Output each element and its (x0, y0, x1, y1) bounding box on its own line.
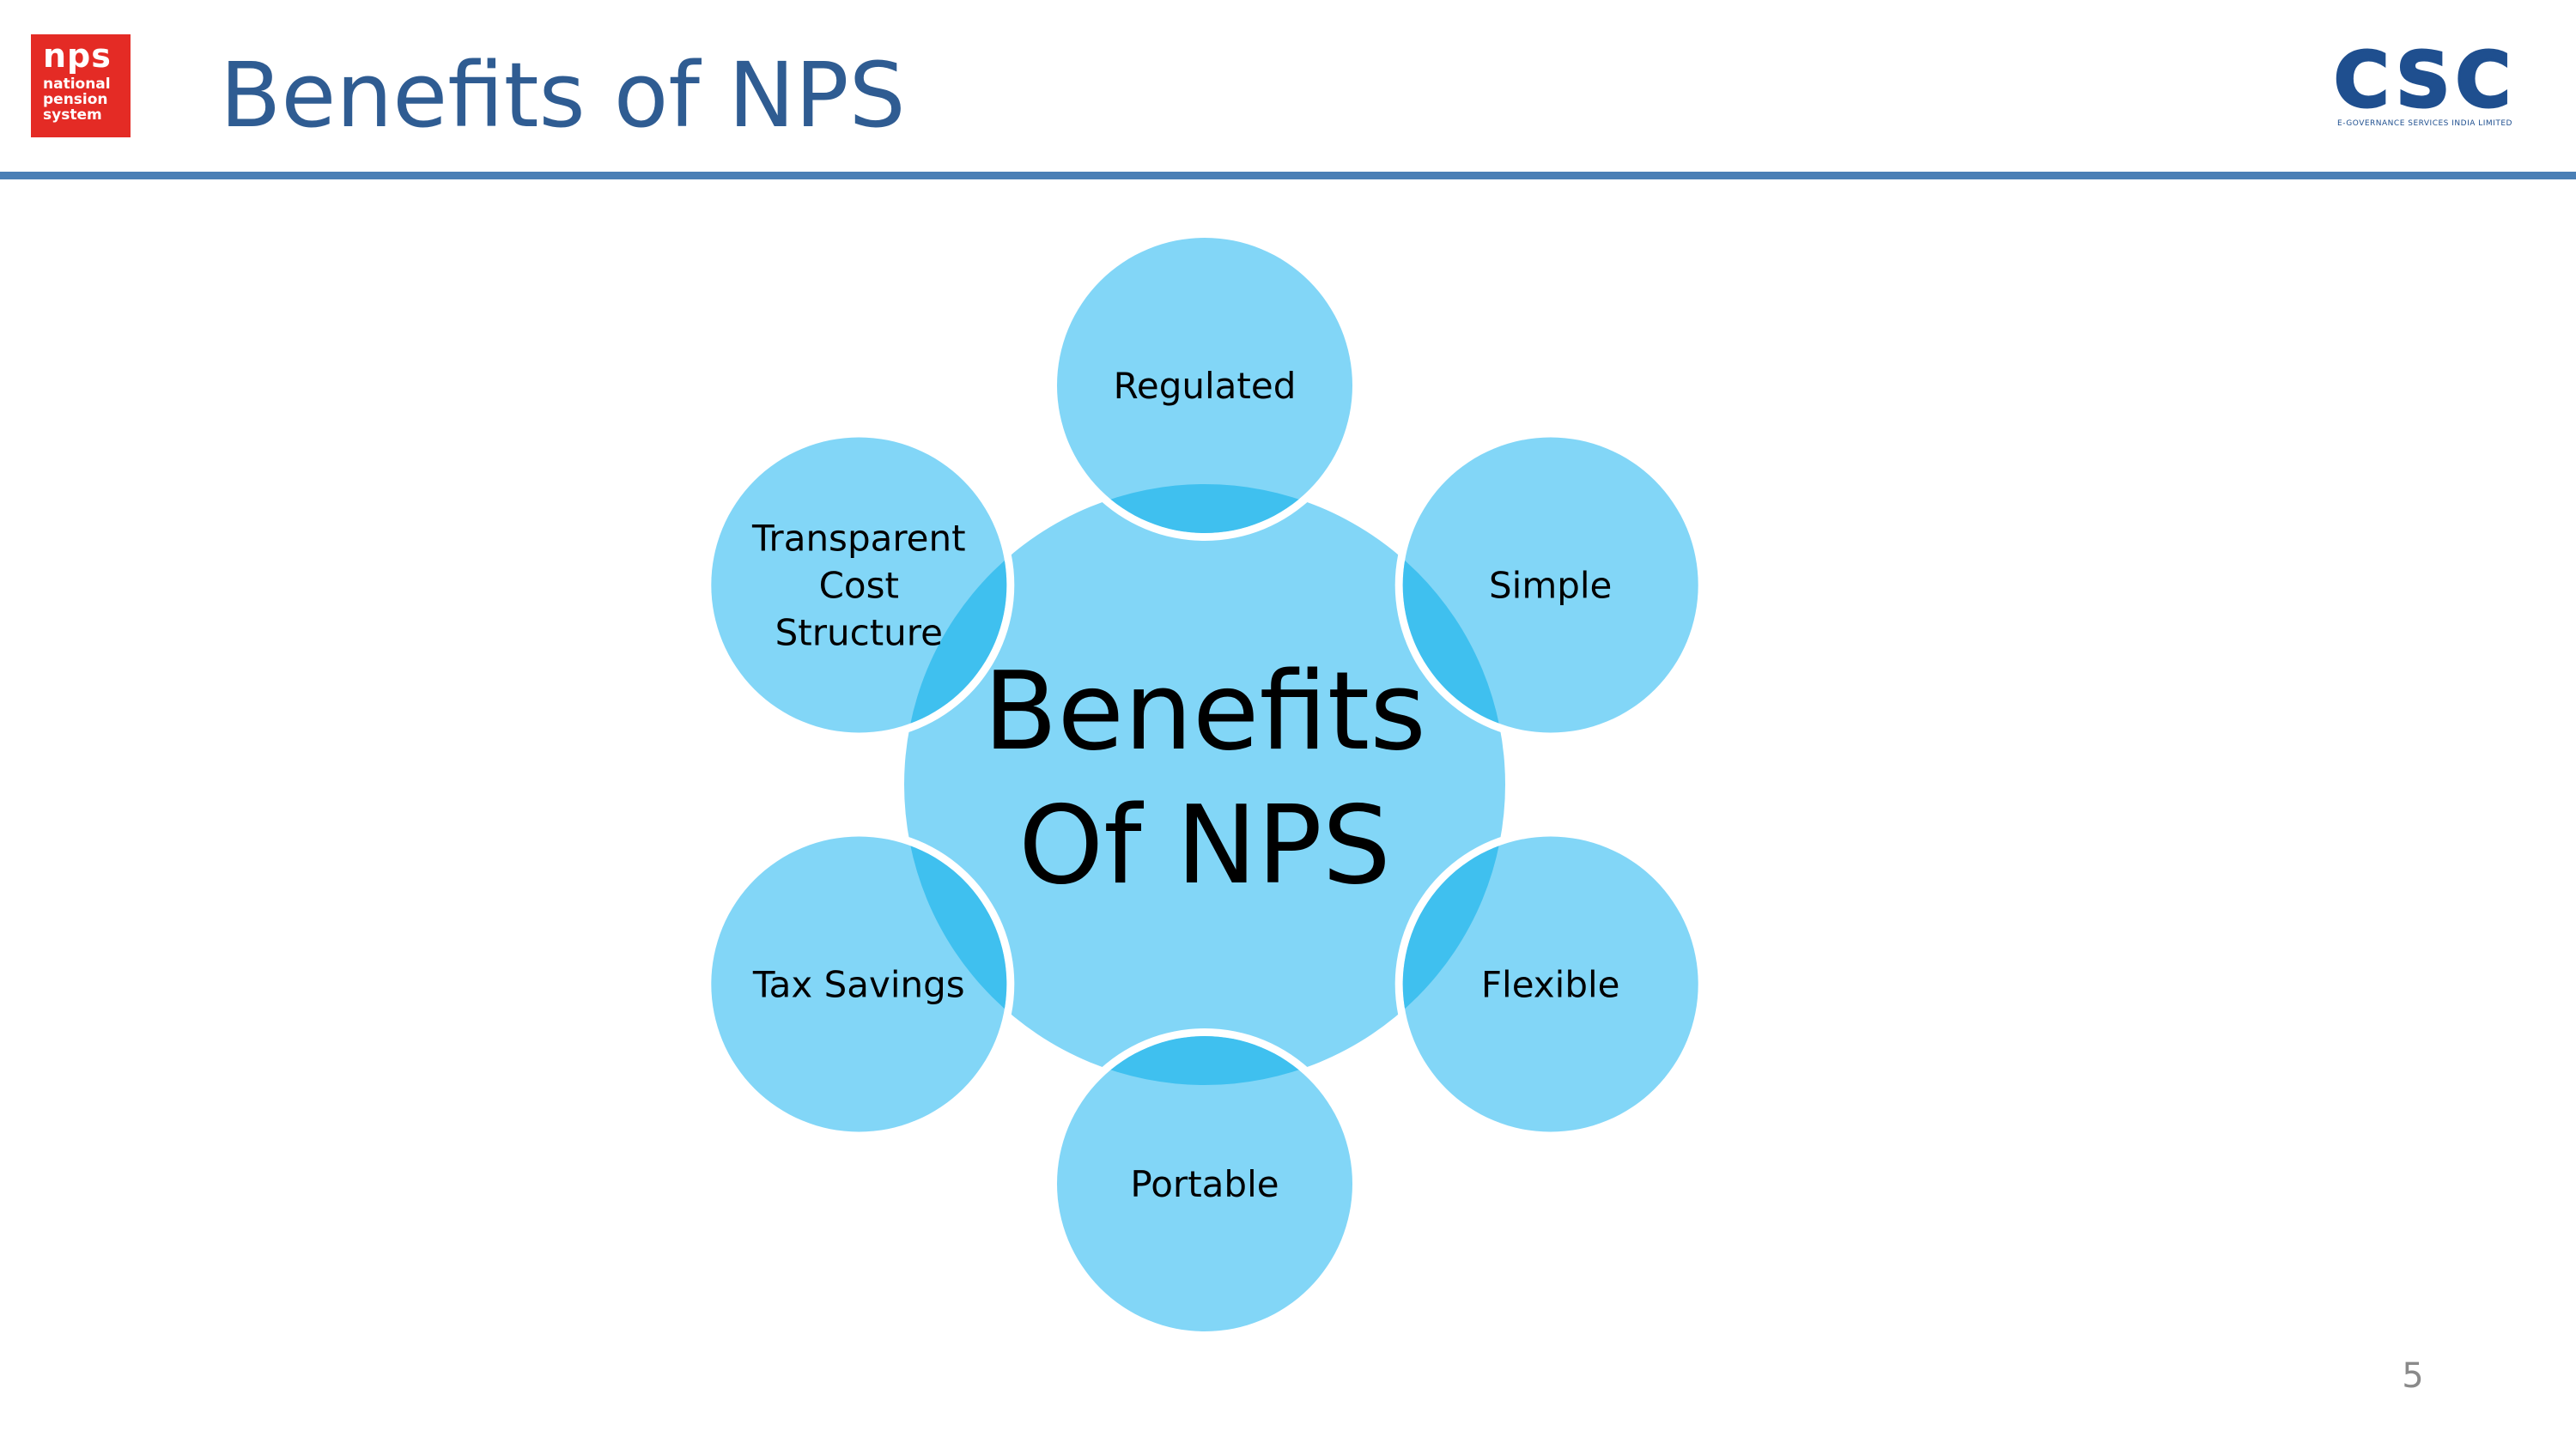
benefit-node-label: Structure (775, 612, 943, 654)
center-label-line2: Of NPS (1018, 782, 1391, 908)
benefit-node-label: Portable (1130, 1163, 1279, 1205)
csc-logo-tagline: E-GOVERNANCE SERVICES INDIA LIMITED (2337, 119, 2512, 128)
page-number: 5 (2402, 1356, 2424, 1396)
benefit-node-regulated: Regulated (1049, 230, 1360, 541)
csc-logo: CSC E-GOVERNANCE SERVICES INDIA LIMITED (2332, 45, 2516, 128)
nps-logo-line: national (43, 76, 111, 93)
nps-logo-mark: nps (43, 37, 112, 75)
benefit-node-label: Regulated (1114, 365, 1297, 407)
header-divider (0, 172, 2576, 179)
center-circle (904, 484, 1505, 1085)
center-label-line1: Benefits (983, 648, 1426, 774)
benefit-node-circle (1057, 1036, 1352, 1331)
csc-logo-mark: CSC (2334, 45, 2516, 124)
benefit-node-label: Tax Savings (752, 964, 965, 1006)
page-title: Benefits of NPS (220, 43, 906, 148)
benefit-node-label: Transparent (751, 518, 966, 560)
benefit-node-label: Simple (1489, 565, 1612, 607)
benefit-node-simple: Simple (1394, 429, 1706, 741)
benefit-node-label: Flexible (1481, 964, 1620, 1006)
benefit-node-portable: Portable (1049, 1028, 1360, 1339)
benefit-node-circle (1057, 238, 1352, 533)
benefit-node-flexible: Flexible (1394, 828, 1706, 1140)
benefit-node-label: Cost (819, 565, 899, 607)
benefit-node-tax-savings: Tax Savings (703, 828, 1015, 1140)
nps-logo: nps national pension system (31, 34, 131, 137)
nps-logo-line: pension (43, 90, 108, 108)
nps-logo-line: system (43, 106, 102, 124)
